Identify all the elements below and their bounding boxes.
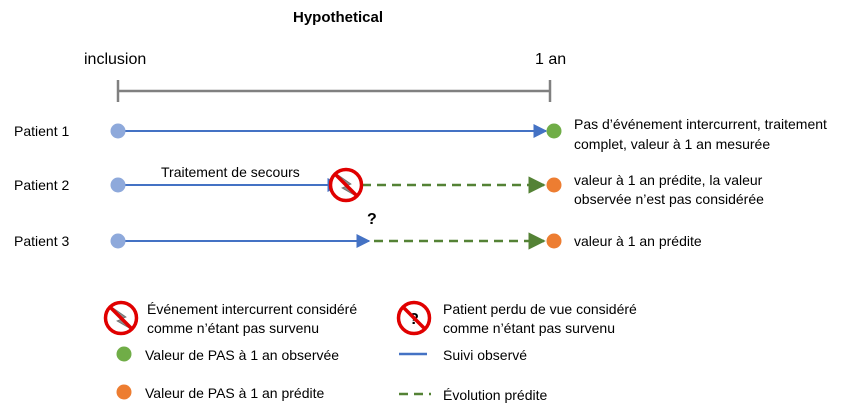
observed-value-dot (546, 123, 562, 139)
patient-2-outcome-line1: valeur à 1 an prédite, la valeur (574, 172, 763, 188)
inclusion-dot (110, 177, 126, 193)
patient-2-track (110, 167, 562, 203)
legend-lost-line1: Patient perdu de vue considéré (443, 301, 637, 317)
diagram-title: Hypothetical (293, 9, 384, 26)
patient-1-outcome-line1: Pas d’événement intercurrent, traitement (574, 116, 827, 132)
legend-intercurrent-line1: Événement intercurrent considéré (147, 301, 358, 317)
inclusion-dot (110, 123, 126, 139)
patient-2-event-label: Traitement de secours (161, 164, 300, 180)
intercurrent-event-no-sign-icon (328, 167, 364, 203)
timeline-start-label: inclusion (84, 51, 147, 68)
patient-2-outcome-line2: observée n’est pas considérée (574, 191, 764, 207)
patient-3-label: Patient 3 (14, 233, 70, 249)
legend-intercurrent-no-sign-icon (103, 300, 139, 336)
predicted-value-dot (546, 233, 562, 249)
predicted-value-dot (546, 177, 562, 193)
legend-lost-to-followup-no-sign-icon: ? (396, 300, 432, 336)
legend-intercurrent-line2: comme n’étant pas survenu (147, 320, 319, 336)
legend-predicted-evolution-label: Évolution prédite (443, 387, 548, 403)
timeline-end-label: 1 an (535, 51, 567, 68)
patient-1-track (110, 123, 562, 139)
inclusion-dot (110, 233, 126, 249)
lost-to-followup-marker: ? (367, 211, 377, 228)
legend-observed-value-label: Valeur de PAS à 1 an observée (145, 347, 340, 363)
timeline-bracket (116, 80, 552, 102)
legend-lost-line2: comme n’étant pas survenu (443, 320, 615, 336)
legend-observed-value-dot (116, 346, 132, 362)
patient-3-track (110, 232, 562, 250)
legend-predicted-value-label: Valeur de PAS à 1 an prédite (145, 385, 325, 401)
patient-2-label: Patient 2 (14, 177, 70, 193)
legend-predicted-value-dot (116, 384, 132, 400)
patient-1-label: Patient 1 (14, 123, 70, 139)
legend-observed-followup-label: Suivi observé (443, 347, 528, 363)
patient-3-outcome-line1: valeur à 1 an prédite (574, 233, 702, 249)
patient-1-outcome-line2: complet, valeur à 1 an mesurée (574, 136, 771, 152)
